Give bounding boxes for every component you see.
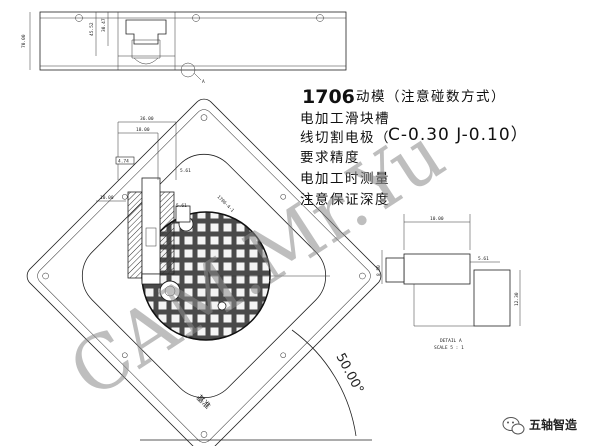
detail-dim-12-3: 12.30 (514, 292, 520, 306)
angle-value: 50.00° (332, 351, 366, 397)
detail-dim-8-5: 8.50 (376, 265, 382, 276)
corner-hole (200, 114, 208, 121)
dim-5-61-mid: 5.61 (176, 203, 187, 209)
detail-block (473, 269, 511, 327)
corner-hole (359, 272, 366, 280)
notes-block: 1706 动模（注意碰数方式） 电加工滑块槽 线切割电极（ C-0.30 J-0… (300, 86, 529, 208)
note-moving-die: 动模（注意碰数方式） (356, 88, 506, 105)
dim-4-74: 4.74 (118, 159, 129, 165)
slider-slot (125, 19, 167, 45)
dim-36: 36.00 (140, 116, 154, 122)
detail-title: DETAIL A (440, 338, 462, 344)
note-wire-cut-value: C-0.30 J-0.10） (388, 125, 529, 145)
dim-18: 18.00 (136, 127, 150, 133)
note-precision: 要求精度 (300, 150, 360, 166)
dim-10: 10.00 (100, 195, 114, 201)
slider-body (141, 177, 161, 275)
top-view-outline (39, 11, 347, 71)
detail-circle (180, 62, 196, 78)
brand-name: 五轴智造 (529, 417, 578, 432)
note-depth: 注意保证深度 (300, 191, 390, 208)
detail-slot (403, 253, 471, 285)
note-edm-slot: 电加工滑块槽 (300, 111, 390, 127)
detail-a: 10.00 8.50 5.61 12.30 DETAIL A SCALE 5 :… (376, 214, 521, 351)
dim-70: 70.00 (21, 34, 27, 48)
note-wire-cut-prefix: 线切割电极（ (300, 129, 390, 146)
angle-arc (291, 329, 357, 437)
datum-label: 基准 (195, 392, 213, 410)
bolt-hole (75, 14, 83, 22)
detail-dim-5-61: 5.61 (478, 256, 489, 262)
corner-hole (200, 431, 208, 438)
brand-badge: 五轴智造 (502, 417, 578, 435)
dim-30: 30.47 (101, 18, 107, 32)
detail-scale: SCALE 5 : 1 (434, 345, 464, 351)
slider-slot-hatch (127, 191, 143, 279)
detail-dim-10: 10.00 (430, 216, 444, 222)
wechat-icon (502, 417, 525, 435)
note-edm-measure: 电加工时测量 (300, 171, 390, 187)
dim-5-61-top: 5.61 (180, 168, 191, 174)
top-view: 70.00 45.52 30.47 A (21, 11, 347, 85)
corner-hole (42, 272, 49, 280)
dim-45: 45.52 (89, 22, 95, 36)
bolt-hole (316, 14, 324, 22)
part-number: 1706 (302, 86, 355, 108)
bolt-hole (192, 14, 200, 22)
part-label: 1706-4-1 (216, 194, 236, 214)
detail-callout-letter: A (202, 79, 205, 85)
ejector-boss (159, 280, 181, 302)
plate-outline (26, 98, 382, 446)
